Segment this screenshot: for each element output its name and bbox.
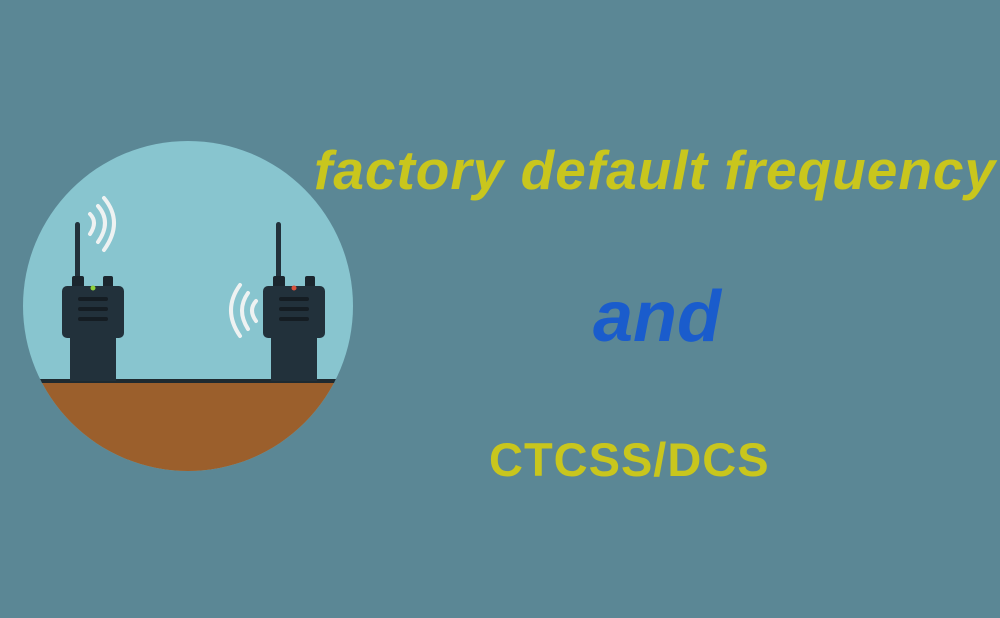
signal-waves-right-icon	[229, 283, 258, 338]
walkie-talkie-left-icon	[62, 222, 124, 381]
walkie-talkie-right-icon	[263, 222, 325, 381]
led-red	[291, 285, 297, 291]
headline-line-1: factory default frequency	[314, 139, 997, 201]
headline-line-2: and	[592, 277, 721, 357]
headline-line-3: CTCSS/DCS	[489, 433, 770, 486]
signal-waves-left-icon	[88, 196, 116, 252]
ground	[23, 382, 353, 471]
ground-line	[23, 379, 353, 383]
led-green	[90, 285, 96, 291]
walkie-talkie-illustration	[23, 141, 353, 471]
